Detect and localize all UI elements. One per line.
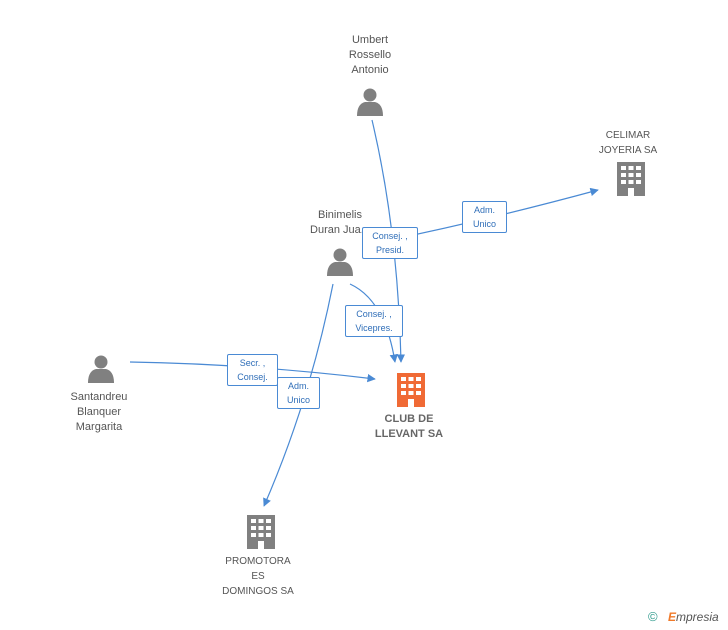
label-line: Rossello: [348, 49, 392, 61]
building-icon[interactable]: [617, 162, 645, 196]
node-label-promotora[interactable]: PROMOTORA ES DOMINGOS SA: [208, 554, 308, 599]
node-label-club[interactable]: CLUB DE LLEVANT SA: [359, 412, 459, 442]
building-icon[interactable]: [247, 515, 275, 549]
label-line: DOMINGOS SA: [222, 586, 294, 597]
building-icon[interactable]: [397, 373, 425, 407]
copyright-icon: ©: [648, 609, 658, 624]
relation-text: Consej.: [237, 372, 268, 382]
label-line: Santandreu: [70, 391, 128, 403]
relation-text: Presid.: [375, 245, 404, 255]
node-label-santandreu[interactable]: Santandreu Blanquer Margarita: [49, 390, 149, 435]
relation-text: Adm.: [287, 381, 309, 391]
node-label-umbert[interactable]: Umbert Rossello Antonio: [320, 33, 420, 78]
relation-text: Vicepres.: [355, 323, 393, 333]
relation-text: Unico: [286, 395, 310, 405]
person-icon[interactable]: [88, 355, 114, 384]
label-line: JOYERIA SA: [598, 145, 658, 156]
label-line: CELIMAR: [605, 130, 651, 141]
label-line: Blanquer: [76, 406, 122, 418]
label-line: LLEVANT SA: [374, 428, 444, 440]
person-icon[interactable]: [357, 88, 383, 117]
node-label-binimelis[interactable]: Binimelis Duran Jua...: [290, 208, 390, 238]
relation-badge[interactable]: Secr. , Consej.: [227, 354, 278, 386]
relation-text: Consej. ,: [356, 309, 392, 319]
relation-text: Adm.: [473, 205, 495, 215]
relation-badge[interactable]: Adm. Unico: [462, 201, 507, 233]
person-icon[interactable]: [327, 248, 353, 277]
label-line: Umbert: [351, 34, 389, 46]
brand-logo[interactable]: Empresia: [668, 610, 719, 624]
label-line: Margarita: [75, 421, 123, 433]
relation-badge[interactable]: Consej. , Vicepres.: [345, 305, 403, 337]
relation-text: Secr. ,: [239, 358, 266, 368]
relation-text: Unico: [472, 219, 496, 229]
label-line: ES: [251, 571, 265, 582]
label-line: Binimelis: [317, 209, 362, 221]
label-line: PROMOTORA: [225, 556, 291, 567]
relation-badge[interactable]: Consej. , Presid.: [362, 227, 418, 259]
brand-text: mpresia: [676, 610, 719, 624]
brand-initial: E: [668, 610, 677, 624]
relation-badge[interactable]: Adm. Unico: [277, 377, 320, 409]
label-line: CLUB DE: [384, 413, 434, 425]
relation-text: Consej. ,: [372, 231, 408, 241]
node-label-celimar[interactable]: CELIMAR JOYERIA SA: [578, 128, 678, 158]
label-line: Antonio: [351, 64, 389, 76]
label-line: Duran Jua...: [310, 224, 370, 236]
